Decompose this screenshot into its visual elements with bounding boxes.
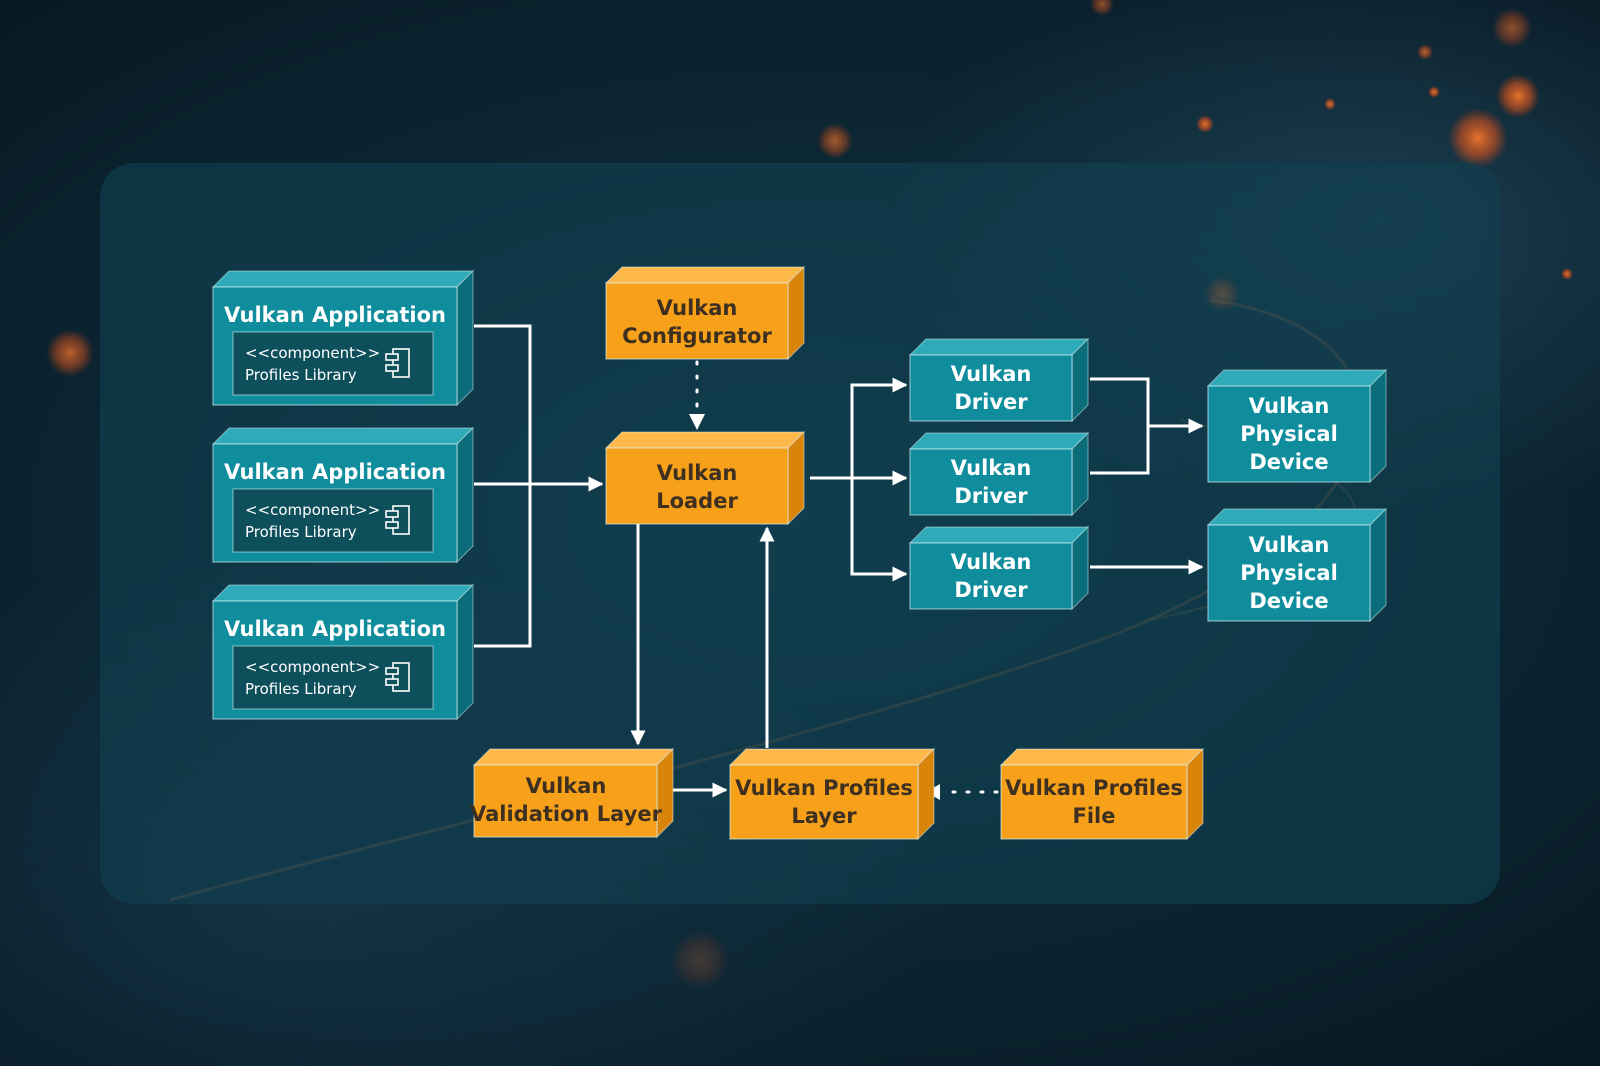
node-label: Driver xyxy=(954,484,1028,508)
application-node: Vulkan Application <<component>> Profiles … xyxy=(211,426,475,564)
nodes: Vulkan Application <<component>> Profiles … xyxy=(211,265,1388,841)
application-title: Vulkan Application xyxy=(224,617,446,641)
node-label: Vulkan xyxy=(526,774,607,798)
application-node: Vulkan Application <<component>> Profiles … xyxy=(211,583,475,721)
node-label: Driver xyxy=(954,390,1028,414)
edge-driver1-device1 xyxy=(1090,377,1150,475)
node-label: Vulkan Profiles xyxy=(735,776,913,800)
connectors xyxy=(474,324,1204,800)
component-library: Profiles Library xyxy=(245,680,357,698)
component-library: Profiles Library xyxy=(245,366,357,384)
component-stereotype: <<component>> xyxy=(245,658,380,676)
node-label: Vulkan xyxy=(951,550,1032,574)
node-label: Vulkan xyxy=(951,456,1032,480)
node-label: Validation Layer xyxy=(470,802,663,826)
application-node: Vulkan Application <<component>> Profiles … xyxy=(211,269,475,407)
edge-app1-bus xyxy=(474,324,532,648)
application-title: Vulkan Application xyxy=(224,303,446,327)
edge-loader-driver3 xyxy=(850,478,908,582)
component-stereotype: <<component>> xyxy=(245,501,380,519)
component-box xyxy=(232,488,434,553)
node-label: Device xyxy=(1249,450,1328,474)
node-label: Driver xyxy=(954,578,1028,602)
node-label: Vulkan xyxy=(657,461,738,485)
node-label: Layer xyxy=(791,804,857,828)
component-icon xyxy=(385,348,410,378)
component-icon xyxy=(385,662,410,692)
node-label: Vulkan xyxy=(1249,533,1330,557)
component-stereotype: <<component>> xyxy=(245,344,380,362)
node-label: Vulkan Profiles xyxy=(1005,776,1183,800)
node-label: Loader xyxy=(656,489,738,513)
component-box xyxy=(232,645,434,710)
node-label: Physical xyxy=(1240,422,1338,446)
node-label: Vulkan xyxy=(951,362,1032,386)
node-label: Vulkan xyxy=(1249,394,1330,418)
component-library: Profiles Library xyxy=(245,523,357,541)
component-box xyxy=(232,331,434,396)
node-label: Vulkan xyxy=(657,296,738,320)
component-icon xyxy=(385,505,410,535)
node-label: Device xyxy=(1249,589,1328,613)
edge-loader-drivers xyxy=(810,377,908,480)
edge-configurator-arrowhead xyxy=(689,414,705,430)
node-label: File xyxy=(1073,804,1116,828)
node-label: Physical xyxy=(1240,561,1338,585)
node-label: Configurator xyxy=(622,324,772,348)
application-title: Vulkan Application xyxy=(224,460,446,484)
